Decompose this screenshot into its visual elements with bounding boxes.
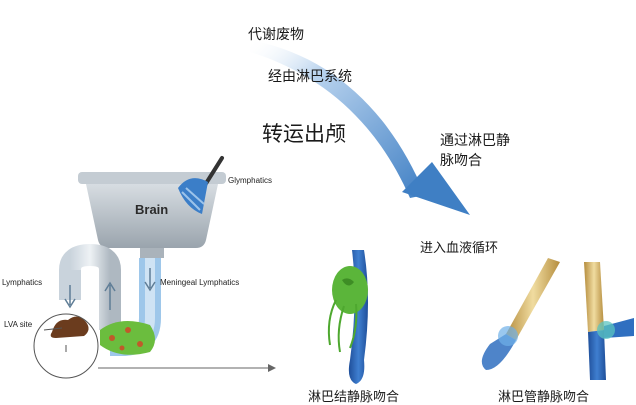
curved-arrow-icon [250, 40, 470, 215]
via-lva-label-line1: 通过淋巴静 [440, 133, 510, 149]
lymph-clog [100, 321, 155, 355]
brain-label: Brain [135, 202, 169, 217]
lymph-node-vein-illustration [327, 250, 368, 384]
lymph-node-lva-caption: 淋巴结静脉吻合 [308, 390, 400, 405]
transport-out-label: 转运出颅 [262, 122, 346, 146]
waste-clog-icon [50, 316, 89, 338]
metabolic-waste-label: 代谢废物 [248, 27, 304, 43]
lymphatics-label: Lymphatics [2, 278, 43, 287]
lymph-vessel-vein-illustration-1 [481, 258, 560, 370]
lymph-vessel-lva-caption: 淋巴管静脉吻合 [498, 390, 590, 405]
brush-icon [178, 156, 224, 214]
flow-arrow [98, 364, 276, 372]
lva-site-circle [33, 313, 99, 379]
lva-site-label: LVA site [4, 320, 33, 329]
via-lva-label-line2: 脉吻合 [440, 153, 482, 169]
lva-pointer [43, 327, 63, 331]
lymph-vessel-vein-illustration-2 [584, 262, 634, 380]
glymphatics-label: Glymphatics [228, 176, 273, 185]
meningeal-lymphatics-label: Meningeal Lymphatics [160, 278, 240, 287]
enter-blood-label: 进入血液循环 [420, 241, 499, 256]
via-lymphatic-label: 经由淋巴系统 [268, 69, 352, 85]
